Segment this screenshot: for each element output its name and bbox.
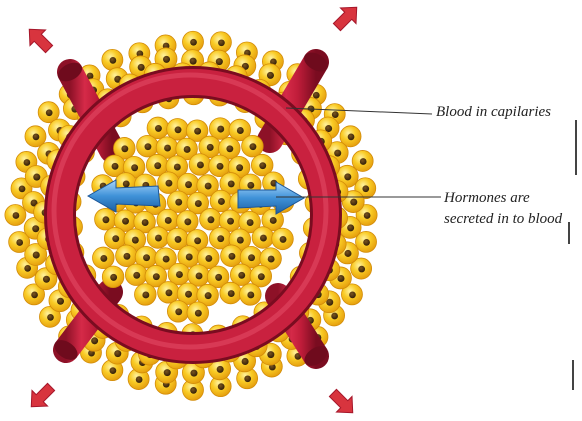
cell-icon <box>158 172 180 194</box>
cell-icon <box>189 154 211 176</box>
outward-arrow-top-left-icon <box>21 21 56 56</box>
label-hormones-line1: Hormones are <box>444 190 530 207</box>
cell-icon <box>158 282 180 304</box>
cell-icon <box>210 32 231 53</box>
right-edge-mark <box>568 222 570 244</box>
cell-icon <box>240 284 262 306</box>
cell-icon <box>93 247 115 269</box>
cell-icon <box>95 208 117 230</box>
label-blood-in-capillaries: Blood in capilaries <box>436 104 551 121</box>
right-edge-mark <box>572 360 574 390</box>
cell-icon <box>167 300 189 322</box>
cell-icon <box>102 266 124 288</box>
cell-icon <box>200 208 222 230</box>
outward-arrow-bottom-right-icon <box>325 385 360 420</box>
cell-icon <box>125 264 147 286</box>
cell-icon <box>183 31 204 52</box>
cell-icon <box>272 228 294 250</box>
cell-icon <box>252 227 274 249</box>
outward-arrow-bottom-left-icon <box>23 379 58 414</box>
label-hormones-line2: secreted in to blood <box>444 211 562 228</box>
cell-icon <box>187 302 209 324</box>
cell-icon <box>137 135 159 157</box>
cell-icon <box>220 282 242 304</box>
cell-icon <box>5 205 26 226</box>
cell-icon <box>102 49 123 70</box>
cell-icon <box>135 284 157 306</box>
cell-icon <box>242 135 264 157</box>
cell-icon <box>116 245 138 267</box>
right-edge-mark <box>575 120 577 175</box>
outward-arrow-top-right-icon <box>329 0 364 35</box>
cell-icon <box>221 245 243 267</box>
cell-icon <box>147 227 169 249</box>
